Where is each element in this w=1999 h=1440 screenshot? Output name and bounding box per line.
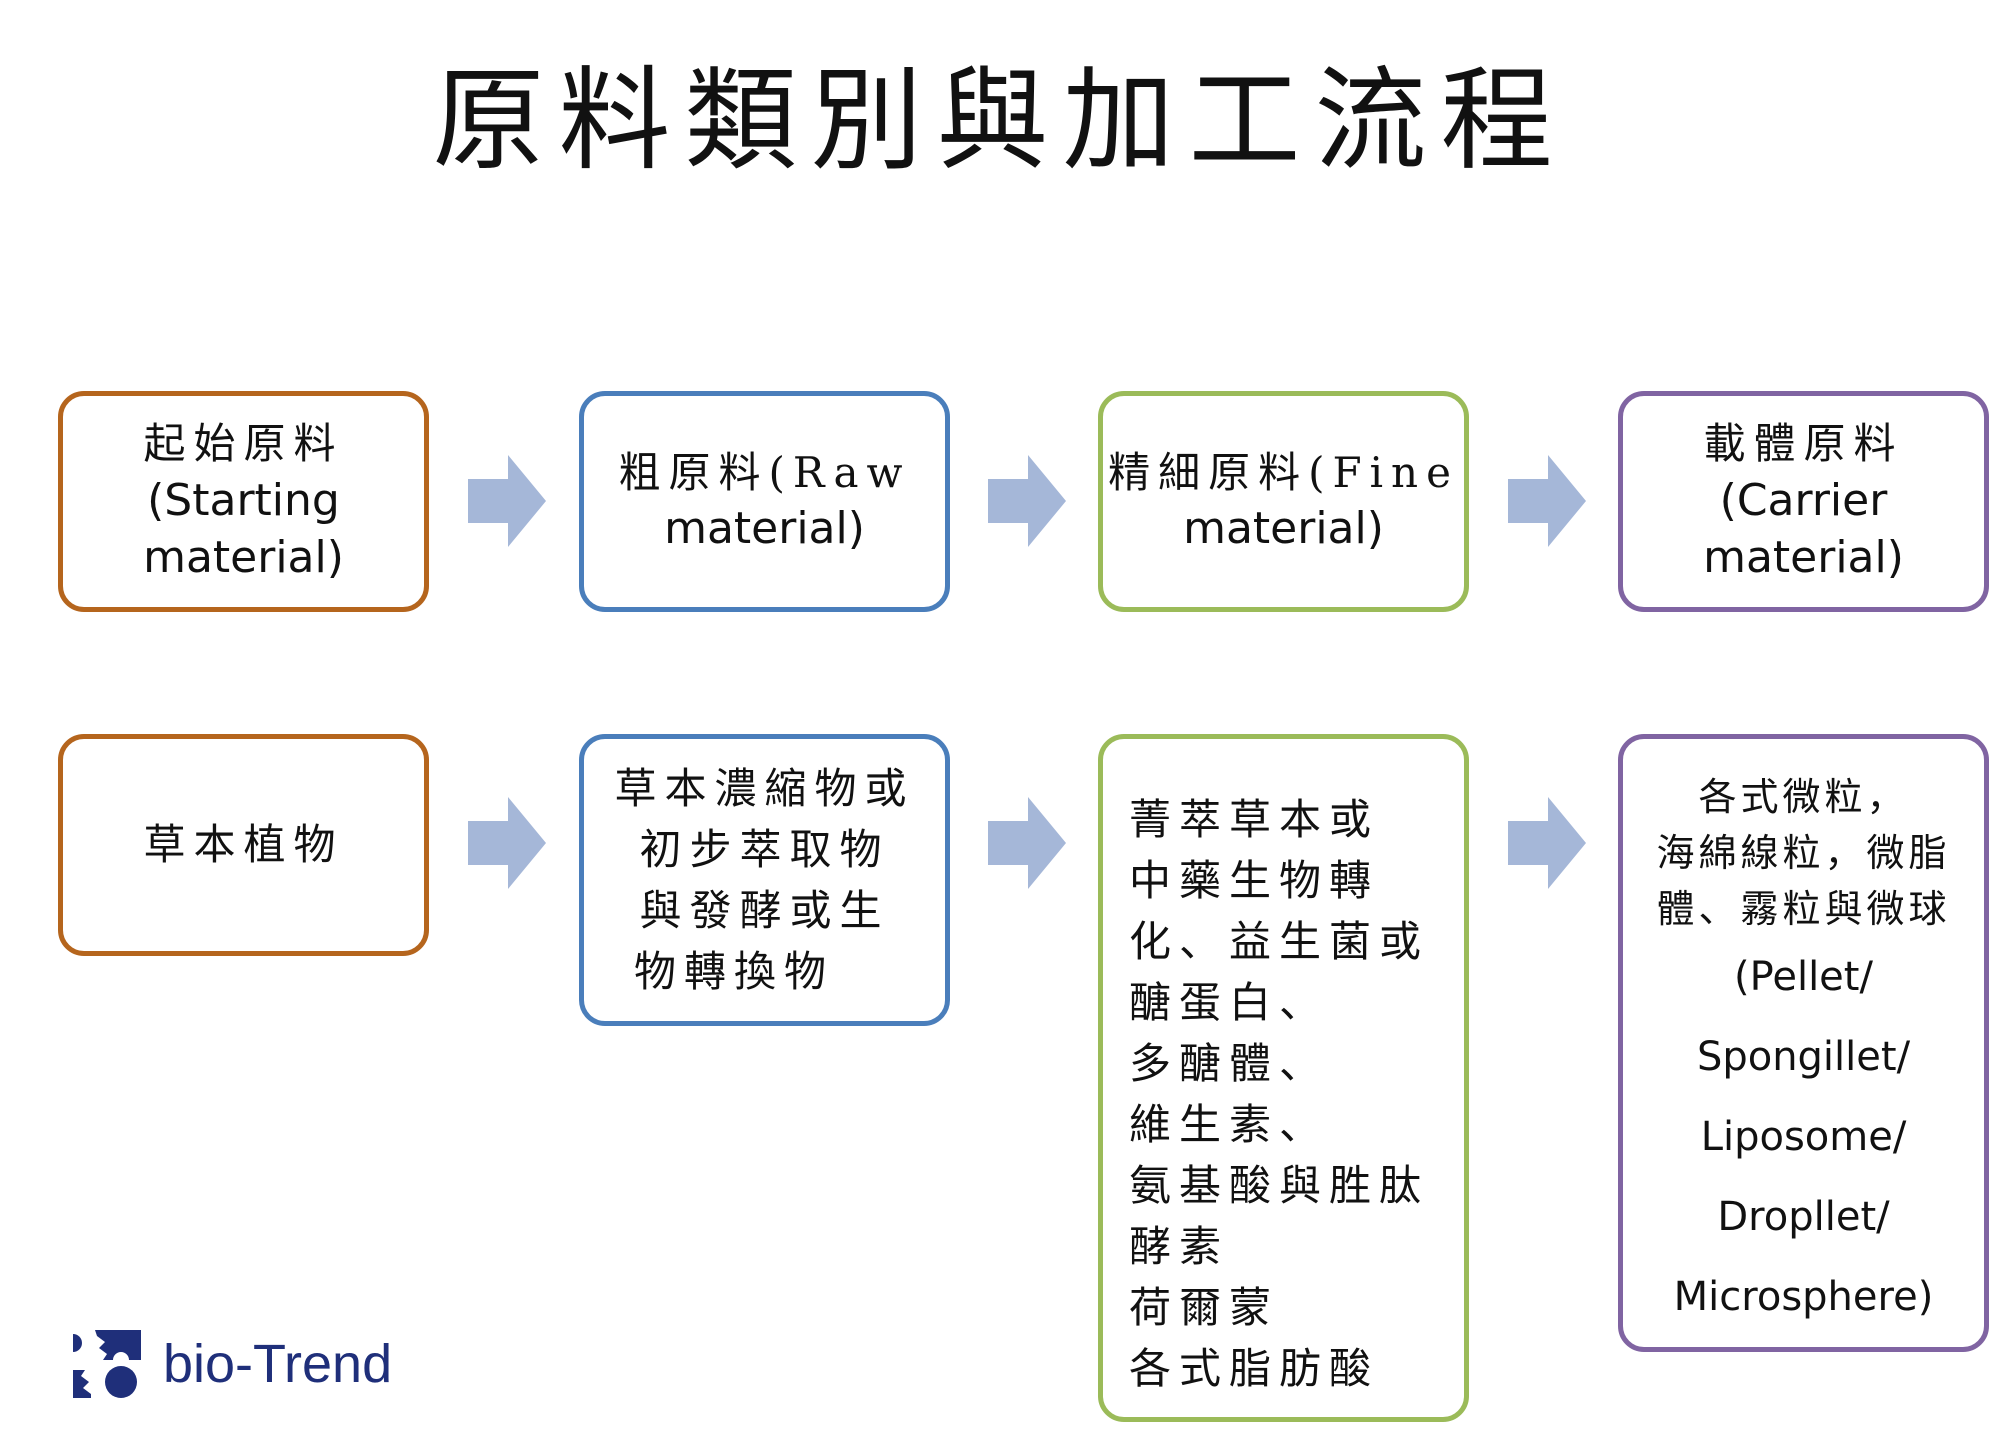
box-line: (Pellet/ xyxy=(1734,954,1873,1000)
box-line: Dropllet/ xyxy=(1717,1194,1890,1240)
box-line: 醣蛋白、 xyxy=(1129,978,1330,1027)
box-label-en: (Starting xyxy=(147,474,340,526)
arrow-right-icon xyxy=(468,455,546,547)
box-line: 海綿線粒，微脂 xyxy=(1656,831,1951,875)
carrier-types-box: 各式微粒， 海綿線粒，微脂 體、霧粒與微球 (Pellet/ Spongille… xyxy=(1618,734,1989,1352)
slide-title: 原料類別與加工流程 xyxy=(432,56,1567,186)
fine-material-box: 精細原料(Fine material) xyxy=(1098,391,1469,612)
box-line: 體、霧粒與微球 xyxy=(1656,887,1951,931)
box-line: 各式脂肪酸 xyxy=(1129,1344,1380,1393)
box-line: 與發酵或生 xyxy=(639,886,890,935)
starting-material-box: 起始原料 (Starting material) xyxy=(58,391,429,612)
box-label-en: material) xyxy=(664,503,865,555)
box-line: 菁萃草本或 xyxy=(1129,795,1380,844)
box-line: 多醣體、 xyxy=(1129,1039,1330,1088)
box-line: 化、益生菌或 xyxy=(1129,917,1430,966)
logo-text: bio-Trend xyxy=(163,1334,393,1394)
arrow-right-icon xyxy=(1508,797,1586,889)
box-line: 各式微粒， xyxy=(1698,775,1909,819)
bio-trend-logo-icon xyxy=(73,1330,141,1398)
box-line: 酵素 xyxy=(1129,1222,1230,1271)
raw-material-box: 粗原料(Raw material) xyxy=(579,391,950,612)
arrow-right-icon xyxy=(468,797,546,889)
bio-trend-logo: bio-Trend xyxy=(73,1330,392,1398)
box-label-zh: 載體原料 xyxy=(1703,419,1904,469)
box-line: Spongillet/ xyxy=(1696,1034,1911,1080)
box-label-zh: 粗原料(Raw xyxy=(618,447,911,497)
box-line: 荷爾蒙 xyxy=(1129,1283,1280,1332)
box-label-en: (Carrier xyxy=(1719,474,1888,526)
box-line: 物轉換物 xyxy=(634,947,835,996)
box-label-zh: 精細原料(Fine xyxy=(1108,447,1459,497)
arrow-right-icon xyxy=(988,455,1066,547)
box-line: 草本濃縮物或 xyxy=(614,764,915,813)
box-label-en: material) xyxy=(143,531,344,583)
carrier-material-box: 載體原料 (Carrier material) xyxy=(1618,391,1989,612)
box-line: Microsphere) xyxy=(1673,1274,1934,1320)
arrow-right-icon xyxy=(988,797,1066,889)
box-label-en: material) xyxy=(1703,531,1904,583)
fine-ingredients-box: 菁萃草本或 中藥生物轉 化、益生菌或 醣蛋白、 多醣體、 維生素、 氨基酸與胜肽… xyxy=(1098,734,1469,1422)
herb-box: 草本植物 xyxy=(58,734,429,956)
box-line: 中藥生物轉 xyxy=(1129,856,1380,905)
box-line: 初步萃取物 xyxy=(639,825,890,874)
box-label-zh: 起始原料 xyxy=(143,419,344,469)
box-line: 維生素、 xyxy=(1129,1100,1330,1149)
box-line: Liposome/ xyxy=(1700,1114,1907,1160)
box-label-zh: 草本植物 xyxy=(143,819,344,869)
arrow-right-icon xyxy=(1508,455,1586,547)
box-label-en: material) xyxy=(1183,503,1384,555)
crude-extract-box: 草本濃縮物或 初步萃取物 與發酵或生 物轉換物 xyxy=(579,734,950,1026)
box-line: 氨基酸與胜肽 xyxy=(1129,1161,1430,1210)
